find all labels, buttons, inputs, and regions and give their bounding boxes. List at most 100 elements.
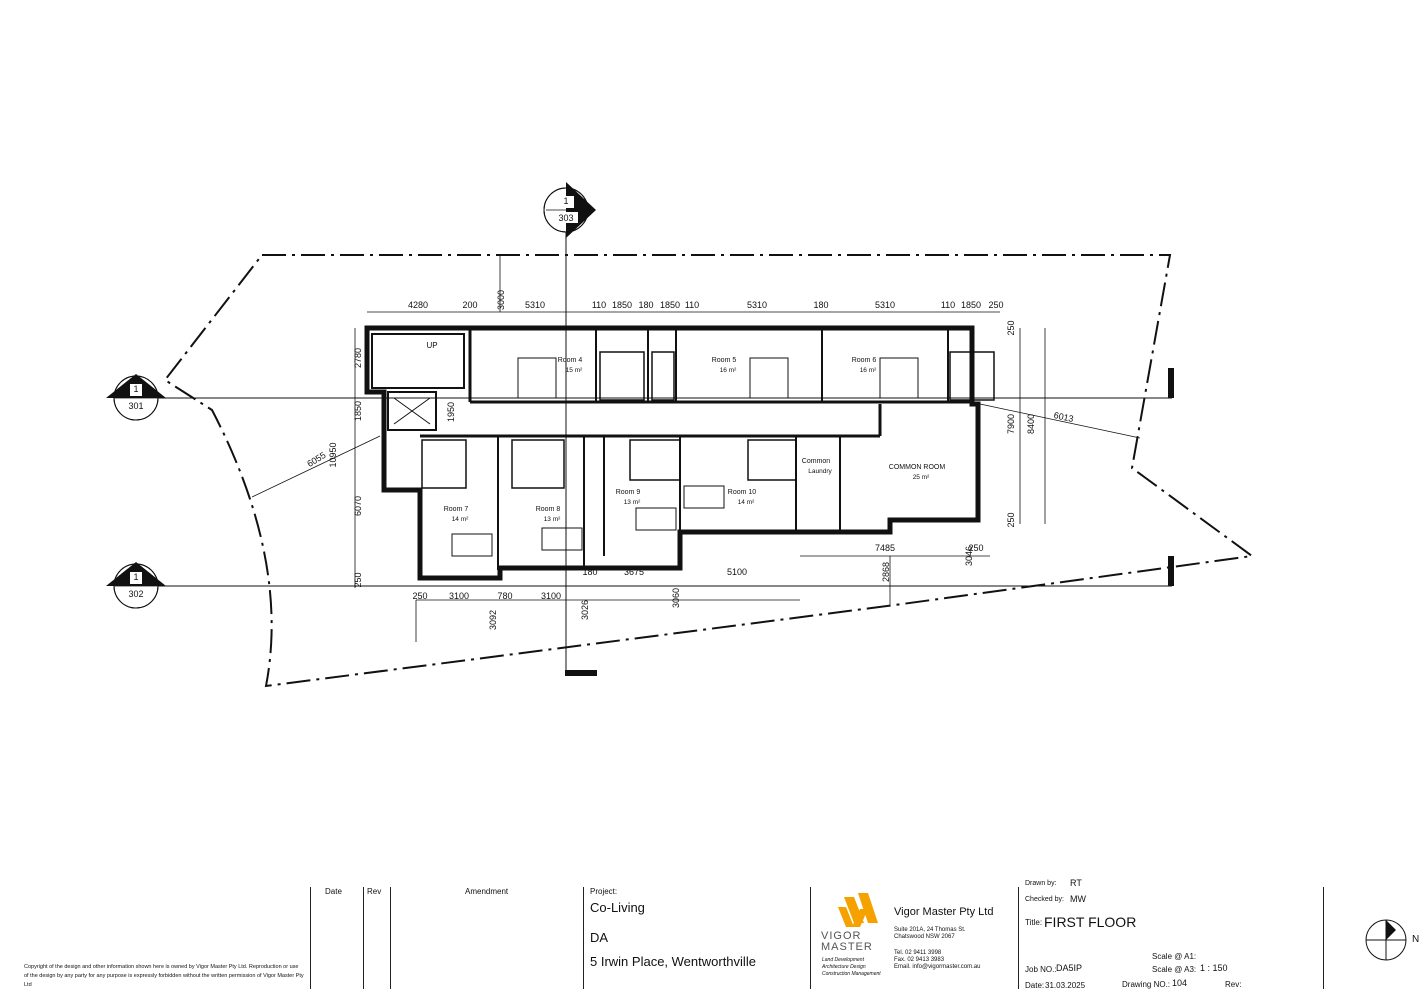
dimension-label: 3100 xyxy=(541,591,561,601)
room-name-label: Room 8 xyxy=(536,506,561,513)
dimension-label: 5310 xyxy=(875,300,895,310)
drawing-title: FIRST FLOOR xyxy=(1044,914,1137,930)
section-marker-number: 1 xyxy=(133,384,138,394)
copyright-notice: Copyright of the design and other inform… xyxy=(24,964,304,988)
room-name-label: Room 7 xyxy=(444,506,469,513)
room-area-label: 14 m² xyxy=(452,516,469,523)
room-area-label: 13 m² xyxy=(624,499,641,506)
room-area-label: Laundry xyxy=(808,468,832,475)
section-marker-number: 1 xyxy=(133,572,138,582)
dimension-label: 4280 xyxy=(408,300,428,310)
dimension-label: 7900 xyxy=(1006,414,1016,434)
section-marker-303 xyxy=(543,182,596,238)
room-name-label: Room 10 xyxy=(728,489,757,496)
dimension-label: 250 xyxy=(353,572,363,587)
section-lines xyxy=(150,230,1172,672)
checked-by-value: MW xyxy=(1070,894,1086,904)
dimension-label: 3100 xyxy=(449,591,469,601)
dimension-label: 5310 xyxy=(525,300,545,310)
company-logo xyxy=(838,893,878,927)
job-no-value: DA5IP xyxy=(1056,963,1083,973)
section-marker-number: 1 xyxy=(563,196,568,206)
dimension-label: 180 xyxy=(638,300,653,310)
company-address-1: Suite 201A, 24 Thomas St. xyxy=(894,927,966,933)
scale-a3-value: 1 : 150 xyxy=(1200,963,1228,973)
project-stage: DA xyxy=(590,930,609,945)
drawn-by-value: RT xyxy=(1070,878,1082,888)
room-area-label: 15 m² xyxy=(566,367,583,374)
dimension-label: 200 xyxy=(462,300,477,310)
room-name-label: Common xyxy=(802,458,831,465)
dimension-label: 2780 xyxy=(353,348,363,368)
dimension-label: 3675 xyxy=(624,567,644,577)
dimension-label: 250 xyxy=(1006,320,1016,335)
north-label: N xyxy=(1412,934,1420,945)
dimension-label: 780 xyxy=(497,591,512,601)
room-area-label: 16 m² xyxy=(860,367,877,374)
company-email: Email. info@vigormaster.com.au xyxy=(894,964,981,970)
room-area-label: 16 m² xyxy=(720,367,737,374)
dimension-label: 1850 xyxy=(353,401,363,421)
section-marker-sheet: 301 xyxy=(128,401,143,411)
dimension-label: 3046 xyxy=(964,546,974,566)
date-column-header: Date xyxy=(325,887,342,896)
logo-tagline-2: Architecture Design xyxy=(822,964,866,970)
dimension-label: 1850 xyxy=(660,300,680,310)
dimension-label: 250 xyxy=(968,543,983,553)
site-boundary xyxy=(163,254,1255,688)
room-area-label: 25 m² xyxy=(913,474,930,481)
company-name: Vigor Master Pty Ltd xyxy=(894,906,994,918)
room-name-label: Room 4 xyxy=(558,357,583,364)
dimension-label: 110 xyxy=(685,300,699,310)
scale-a3-label: Scale @ A3: xyxy=(1152,965,1197,974)
logo-tagline-1: Land Development xyxy=(822,957,864,963)
logo-word-vigor: VIGOR xyxy=(821,930,862,942)
dimension-label: 7485 xyxy=(875,543,895,553)
dimension-label: 180 xyxy=(813,300,828,310)
title-label: Title: xyxy=(1025,918,1043,927)
dimension-label: 250 xyxy=(412,591,427,601)
dimension-label: 2868 xyxy=(881,562,891,582)
dimension-label: 6013 xyxy=(1053,410,1075,424)
room-area-label: 13 m² xyxy=(544,516,561,523)
section-marker-301 xyxy=(106,374,166,421)
dimension-label: 110 xyxy=(941,300,955,310)
dimension-lines xyxy=(251,255,1141,642)
section-marker-302 xyxy=(106,562,166,609)
job-no-label: Job NO.: xyxy=(1025,965,1057,974)
room-name-label: Room 9 xyxy=(616,489,641,496)
checked-by-label: Checked by: xyxy=(1025,896,1064,903)
section-marker-sheet: 302 xyxy=(128,589,143,599)
date-label: Date: xyxy=(1025,981,1045,990)
logo-word-master: MASTER xyxy=(821,941,873,953)
dimension-label: 1850 xyxy=(612,300,632,310)
room-area-label: 14 m² xyxy=(738,499,755,506)
dimension-label: 5100 xyxy=(727,567,747,577)
amendment-column-header: Amendment xyxy=(465,887,509,896)
building-walls xyxy=(364,325,995,581)
drawing-no-value: 104 xyxy=(1172,978,1188,988)
rev-column-header: Rev xyxy=(367,887,382,896)
room-name-label: Room 5 xyxy=(712,357,737,364)
north-arrow-icon xyxy=(1365,919,1407,961)
dimension-label: 1850 xyxy=(961,300,981,310)
dimension-label: 5310 xyxy=(747,300,767,310)
dimension-label: 3092 xyxy=(488,610,498,630)
dimension-label: 8400 xyxy=(1026,414,1036,434)
dimension-label: 250 xyxy=(988,300,1003,310)
section-marker-sheet: 303 xyxy=(558,213,573,223)
company-address-2: Chatswood NSW 2067 xyxy=(894,934,955,940)
date-value: 31.03.2025 xyxy=(1045,981,1086,990)
logo-tagline-3: Construction Management xyxy=(822,971,881,977)
rev-label: Rev: xyxy=(1225,980,1242,989)
dimension-label: 250 xyxy=(1006,512,1016,527)
dimension-label: 3026 xyxy=(580,600,590,620)
dimension-label: 3060 xyxy=(671,588,681,608)
project-address: 5 Irwin Place, Wentworthville xyxy=(590,954,756,969)
project-label: Project: xyxy=(590,887,618,896)
dimension-label: 180 xyxy=(582,567,597,577)
dimension-label: 10950 xyxy=(328,442,338,467)
dimension-label: 110 xyxy=(592,300,606,310)
